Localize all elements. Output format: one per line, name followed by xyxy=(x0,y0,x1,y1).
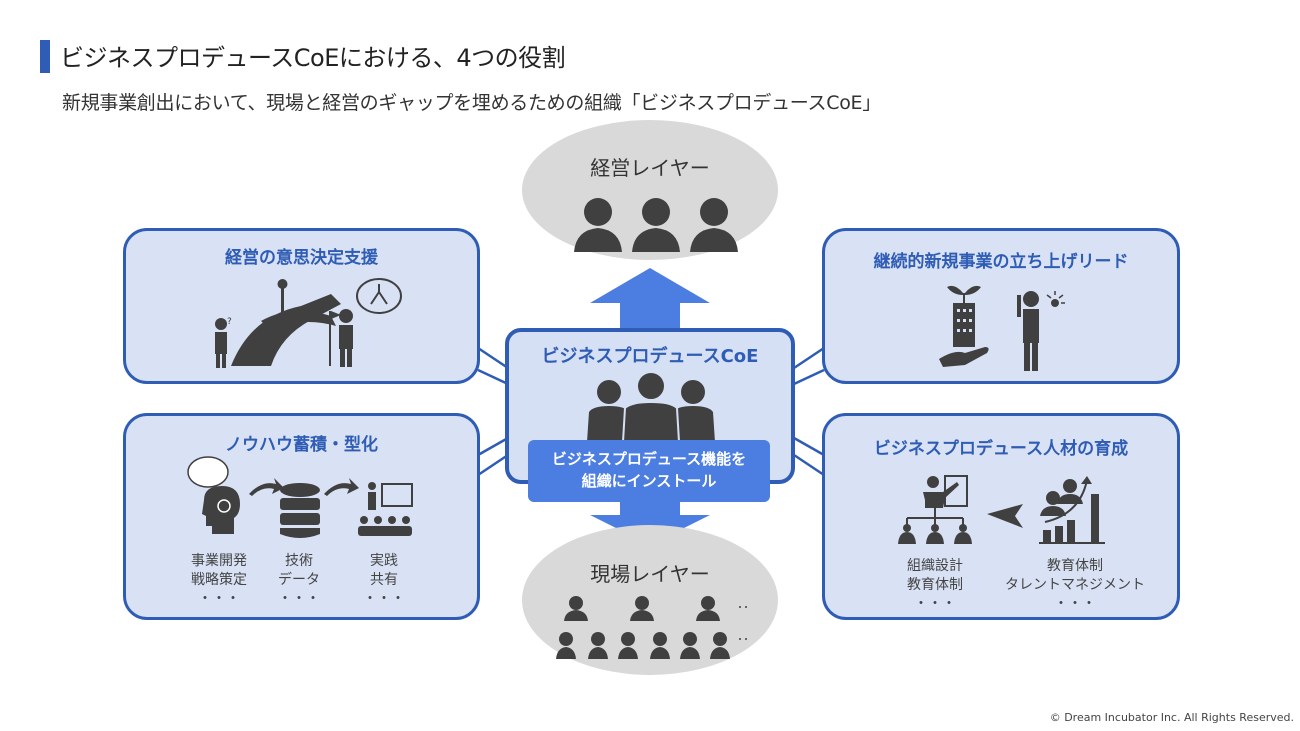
talent-icons xyxy=(898,475,1105,544)
install-line-2: 組織にインストール xyxy=(581,472,717,490)
presentation-icon xyxy=(358,482,413,536)
copyright: © Dream Incubator Inc. All Rights Reserv… xyxy=(1049,711,1294,724)
field-layer-label: 現場レイヤー xyxy=(590,562,710,586)
role-card-decision-support: 経営の意思決定支援 ? xyxy=(123,228,480,384)
database-icon xyxy=(280,483,320,538)
install-label: ビジネスプロデュース機能を 組織にインストール xyxy=(528,440,770,502)
connector-bottom-right xyxy=(793,436,825,477)
role-title: ノウハウ蓄積・型化 xyxy=(225,435,378,455)
svg-text:?: ? xyxy=(227,317,232,327)
staff-icon xyxy=(556,596,747,659)
up-arrow xyxy=(590,268,710,330)
crossroads-icon: ? xyxy=(215,278,402,368)
idea-head-icon xyxy=(187,456,240,534)
management-layer-label: 経営レイヤー xyxy=(590,156,710,180)
executives-icon xyxy=(574,198,738,252)
role-card-launch-lead: 継続的新規事業の立ち上げリード xyxy=(822,228,1180,384)
connector-bottom-left xyxy=(477,436,509,477)
role-title: 継続的新規事業の立ち上げリード xyxy=(873,252,1129,272)
knowhow-item: 技術データ・・・ xyxy=(278,553,320,607)
coe-title: ビジネスプロデュースCoE xyxy=(541,346,759,367)
management-layer: 経営レイヤー xyxy=(522,120,778,260)
org-design-icon xyxy=(898,475,972,544)
talent-item: 組織設計教育体制・・・ xyxy=(907,558,963,612)
arrow-icon xyxy=(324,478,359,496)
down-arrow xyxy=(590,500,710,545)
role-card-talent-development: ビジネスプロデュース人材の育成 組織設計教育体制・・・ 教育体制タレントマネジメ… xyxy=(822,413,1180,620)
role-card-knowhow: ノウハウ蓄積・型化 事業開発戦略策定・・・ 技術データ・・・ 実践共有・・・ xyxy=(123,413,480,620)
talent-growth-icon xyxy=(1039,476,1105,544)
title-accent-bar xyxy=(40,40,50,73)
growth-building-icon xyxy=(939,285,1065,371)
connector-top-left xyxy=(477,346,509,386)
page-title: ビジネスプロデュースCoEにおける、4つの役割 xyxy=(60,44,566,72)
connector-top-right xyxy=(793,346,825,386)
install-line-1: ビジネスプロデュース機能を xyxy=(551,450,747,468)
field-layer: 現場レイヤー xyxy=(522,525,778,675)
knowhow-item: 事業開発戦略策定・・・ xyxy=(191,553,247,607)
knowhow-item: 実践共有・・・ xyxy=(363,553,405,607)
role-title: ビジネスプロデュース人材の育成 xyxy=(873,439,1129,459)
role-title: 経営の意思決定支援 xyxy=(225,248,378,268)
talent-item: 教育体制タレントマネジメント・・・ xyxy=(1005,558,1145,612)
page-subtitle: 新規事業創出において、現場と経営のギャップを埋めるための組織「ビジネスプロデュー… xyxy=(62,92,881,114)
knowhow-icons xyxy=(187,456,413,538)
arrow-icon xyxy=(249,478,284,496)
team-icon xyxy=(587,372,715,442)
arrow-icon xyxy=(987,504,1023,528)
